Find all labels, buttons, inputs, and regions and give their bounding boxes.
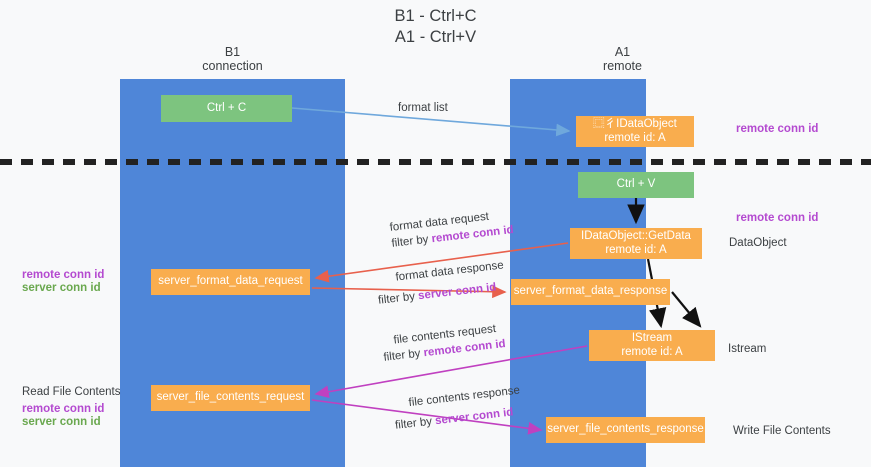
node-server-format-data-response-label: server_format_data_response	[513, 285, 668, 298]
node-istream-sublabel: remote id: A	[621, 345, 683, 358]
node-idataobject[interactable]: ⿴⼻IDataObject remote id: A	[576, 116, 694, 147]
node-ctrl-c[interactable]: Ctrl + C	[161, 95, 292, 122]
side-label-remote-conn-id-left-top: remote conn id	[22, 269, 105, 281]
edge-label-file-contents-response: file contents response filter by server …	[392, 384, 523, 434]
edge-label-format-data-response: format data response filter by server co…	[375, 258, 507, 308]
swimlane-title-b1-line2: connection	[202, 59, 263, 73]
edge-label-filter-by-3: filter by	[382, 347, 422, 364]
swimlane-title-a1: A1 remote	[510, 45, 735, 73]
side-label-remote-conn-id-top: remote conn id	[736, 123, 819, 135]
node-server-file-contents-request[interactable]: server_file_contents_request	[151, 385, 310, 411]
node-idataobject-getdata[interactable]: IDataObject::GetData remote id: A	[570, 228, 702, 259]
edge-label-server-conn-id-2: server conn id	[434, 406, 514, 428]
diagram-title-line2: A1 - Ctrl+V	[394, 28, 477, 46]
edge-label-filter-by-2: filter by	[377, 290, 416, 307]
node-server-file-contents-response[interactable]: server_file_contents_response	[546, 417, 705, 443]
swimlane-title-b1-line1: B1	[224, 45, 241, 59]
node-server-format-data-request[interactable]: server_format_data_request	[151, 269, 310, 295]
edge-response-istream	[671, 291, 702, 328]
node-server-format-data-request-label: server_format_data_request	[158, 275, 303, 288]
swimlane-title-a1-line2: remote	[603, 59, 642, 73]
edge-label-format-data-response-text: format data response	[394, 259, 505, 284]
side-label-remote-conn-id-left-bottom: remote conn id	[22, 403, 105, 415]
edge-label-filter-by-4: filter by	[394, 415, 433, 432]
side-label-write-file-contents: Write File Contents	[733, 425, 831, 437]
edge-label-format-data-request: format data request filter by remote con…	[389, 207, 514, 252]
side-label-dataobject: DataObject	[729, 237, 787, 249]
node-idataobject-getdata-label: IDataObject::GetData	[581, 230, 691, 242]
swimlane-title-b1: B1 connection	[120, 45, 345, 73]
side-label-server-conn-id-left-bottom: server conn id	[22, 416, 101, 428]
side-label-server-conn-id-left-top: server conn id	[22, 282, 101, 294]
side-label-istream: Istream	[728, 343, 767, 355]
node-idataobject-getdata-sublabel: remote id: A	[605, 243, 667, 256]
node-idataobject-label: ⿴⼻IDataObject	[593, 118, 677, 130]
node-ctrl-c-label: Ctrl + C	[206, 101, 247, 114]
diagram-title-line1: B1 - Ctrl+C	[394, 7, 477, 25]
node-server-file-contents-request-label: server_file_contents_request	[156, 391, 305, 404]
node-idataobject-sublabel: remote id: A	[604, 131, 666, 144]
node-istream[interactable]: IStream remote id: A	[589, 330, 715, 361]
node-ctrl-v[interactable]: Ctrl + V	[578, 172, 694, 198]
side-label-read-file-contents: Read File Contents	[22, 386, 121, 398]
node-server-format-data-response[interactable]: server_format_data_response	[511, 279, 670, 305]
diagram-title: B1 - Ctrl+C A1 - Ctrl+V	[0, 6, 871, 48]
side-label-remote-conn-id-mid: remote conn id	[736, 212, 819, 224]
node-istream-label: IStream	[631, 332, 673, 344]
node-ctrl-v-label: Ctrl + V	[616, 178, 656, 191]
edge-label-filter-by-1: filter by	[390, 233, 430, 250]
swimlane-title-a1-line1: A1	[614, 45, 631, 59]
node-server-file-contents-response-label: server_file_contents_response	[547, 423, 704, 436]
edge-label-file-contents-request: file contents request filter by remote c…	[381, 321, 506, 366]
edge-label-format-list: format list	[398, 102, 448, 114]
edge-label-server-conn-id-1: server conn id	[417, 281, 497, 303]
